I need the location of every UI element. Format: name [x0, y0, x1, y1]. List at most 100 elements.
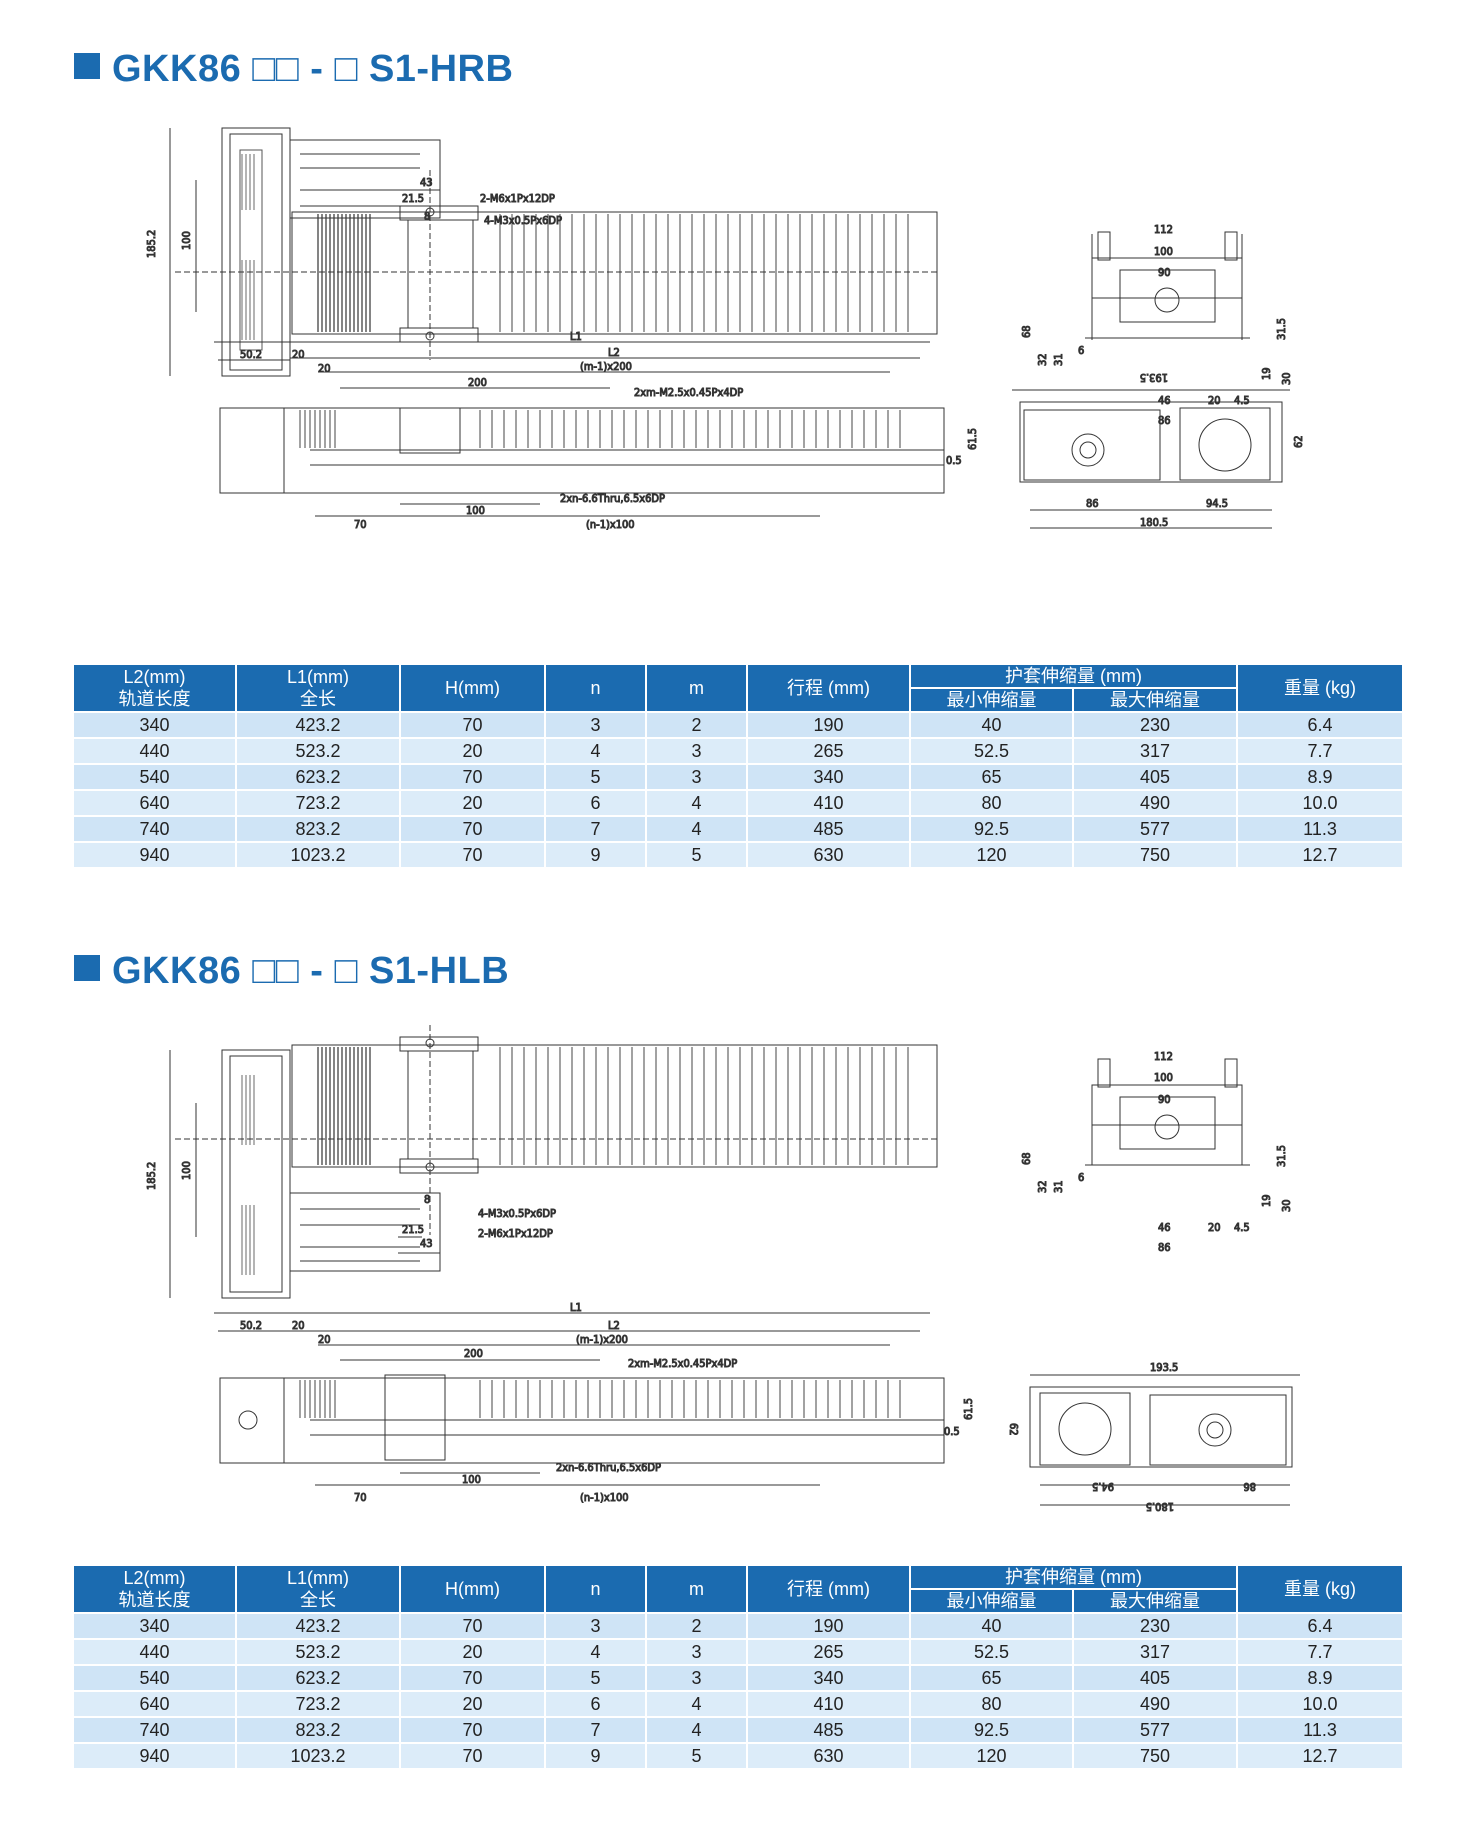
table-cell: 20 — [399, 1690, 546, 1718]
dim-100c: 100 — [462, 1473, 481, 1486]
table-cell: 7.7 — [1236, 737, 1405, 765]
dim-31-5: 31.5 — [1275, 318, 1288, 340]
table-cell: 723.2 — [235, 789, 401, 817]
dim-19: 19 — [1260, 367, 1273, 380]
table-cell: 5 — [645, 1742, 748, 1770]
header-bellows: 护套伸缩量 (mm) — [908, 1564, 1239, 1590]
table-cell: 70 — [399, 841, 546, 869]
table-cell: 740 — [72, 1716, 237, 1744]
table-cell: 317 — [1071, 1638, 1239, 1666]
table-cell: 52.5 — [909, 1638, 1074, 1666]
header-stroke: 行程 (mm) — [746, 663, 911, 713]
table-cell: 485 — [746, 815, 911, 843]
section-title-text: GKK86 □□ - □ S1-HLB — [112, 950, 510, 992]
dim-112: 112 — [1154, 1050, 1173, 1063]
dim-4-5: 4.5 — [1234, 1221, 1250, 1234]
dim-70: 70 — [354, 1491, 367, 1504]
table-cell: 120 — [909, 841, 1074, 869]
table-cell: 540 — [72, 1664, 237, 1692]
table-cell: 340 — [746, 1664, 911, 1692]
spec-table-hrb: L2(mm)轨道长度 L1(mm)全长 H(mm) n m 行程 (mm) 护套… — [72, 663, 1405, 869]
dim-86: 86 — [1158, 1241, 1171, 1254]
table-cell: 1023.2 — [235, 1742, 401, 1770]
dim-0-5: 0.5 — [944, 1425, 960, 1438]
note-thru: 2xn-6.6Thru,6.5x6DP — [556, 1461, 661, 1474]
table-cell: 3 — [544, 1612, 647, 1640]
table-cell: 10.0 — [1236, 789, 1405, 817]
table-cell: 640 — [72, 789, 237, 817]
dim-0-5: 0.5 — [946, 454, 962, 467]
dim-21-5: 21.5 — [402, 192, 424, 205]
dim-4-5: 4.5 — [1234, 394, 1250, 407]
dim-68: 68 — [1020, 1152, 1033, 1165]
table-cell: 410 — [746, 1690, 911, 1718]
bullet-square-icon — [74, 955, 100, 981]
table-cell: 8.9 — [1236, 1664, 1405, 1692]
table-cell: 410 — [746, 789, 911, 817]
table-cell: 623.2 — [235, 1664, 401, 1692]
table-cell: 340 — [746, 763, 911, 791]
table-cell: 540 — [72, 763, 237, 791]
table-cell: 630 — [746, 841, 911, 869]
table-cell: 440 — [72, 737, 237, 765]
dim-l1: L1 — [570, 330, 582, 343]
table-cell: 230 — [1071, 711, 1239, 739]
table-cell: 80 — [909, 789, 1074, 817]
header-weight: 重量 (kg) — [1236, 663, 1405, 713]
table-cell: 3 — [544, 711, 647, 739]
dim-20b: 20 — [318, 1333, 331, 1346]
table-cell: 80 — [909, 1690, 1074, 1718]
header-stroke: 行程 (mm) — [746, 1564, 911, 1614]
table-cell: 405 — [1071, 1664, 1239, 1692]
dim-8: 8 — [424, 210, 430, 223]
dim-32: 32 — [1036, 353, 1049, 366]
table-cell: 490 — [1071, 789, 1239, 817]
header-h: H(mm) — [399, 1564, 546, 1614]
table-cell: 4 — [544, 1638, 647, 1666]
end-view-hlb — [1029, 1374, 1300, 1506]
header-n: n — [544, 1564, 647, 1614]
dim-180-5: 180.5 — [1140, 516, 1168, 529]
table-cell: 3 — [645, 763, 748, 791]
header-m: m — [645, 1564, 748, 1614]
table-cell: 823.2 — [235, 815, 401, 843]
table-cell: 12.7 — [1236, 841, 1405, 869]
dim-20: 20 — [1208, 1221, 1221, 1234]
table-cell: 577 — [1071, 815, 1239, 843]
header-bellows-min: 最小伸缩量 — [909, 1588, 1074, 1614]
header-n: n — [544, 663, 647, 713]
table-cell: 940 — [72, 1742, 237, 1770]
dim-6: 6 — [1078, 1171, 1084, 1184]
table-cell: 6 — [544, 1690, 647, 1718]
table-cell: 740 — [72, 815, 237, 843]
table-cell: 92.5 — [909, 815, 1074, 843]
table-cell: 20 — [399, 789, 546, 817]
section-title-hlb: GKK86 □□ - □ S1-HLB — [74, 950, 509, 993]
front-section-view-hrb — [1085, 231, 1250, 340]
table-cell: 70 — [399, 1716, 546, 1744]
technical-drawing-hlb: 185.2 100 43 21.5 8 4-M3x0.5Px6DP 2-M6x1… — [0, 1015, 1480, 1535]
dim-n100: (n-1)x100 — [580, 1491, 629, 1504]
table-cell: 940 — [72, 841, 237, 869]
table-cell: 317 — [1071, 737, 1239, 765]
table-cell: 4 — [645, 1716, 748, 1744]
dim-86: 86 — [1158, 414, 1171, 427]
table-cell: 70 — [399, 815, 546, 843]
dim-m200: (m-1)x200 — [576, 1333, 628, 1346]
note-tapped: 2xm-M2.5x0.45Px4DP — [628, 1357, 737, 1370]
table-cell: 7.7 — [1236, 1638, 1405, 1666]
side-view-hlb — [214, 1312, 945, 1486]
dim-46: 46 — [1158, 1221, 1171, 1234]
table-cell: 120 — [909, 1742, 1074, 1770]
dim-46: 46 — [1158, 394, 1171, 407]
table-cell: 5 — [544, 1664, 647, 1692]
header-bellows: 护套伸缩量 (mm) — [908, 663, 1239, 689]
table-cell: 70 — [399, 763, 546, 791]
dim-43: 43 — [420, 176, 433, 189]
table-cell: 70 — [399, 1664, 546, 1692]
